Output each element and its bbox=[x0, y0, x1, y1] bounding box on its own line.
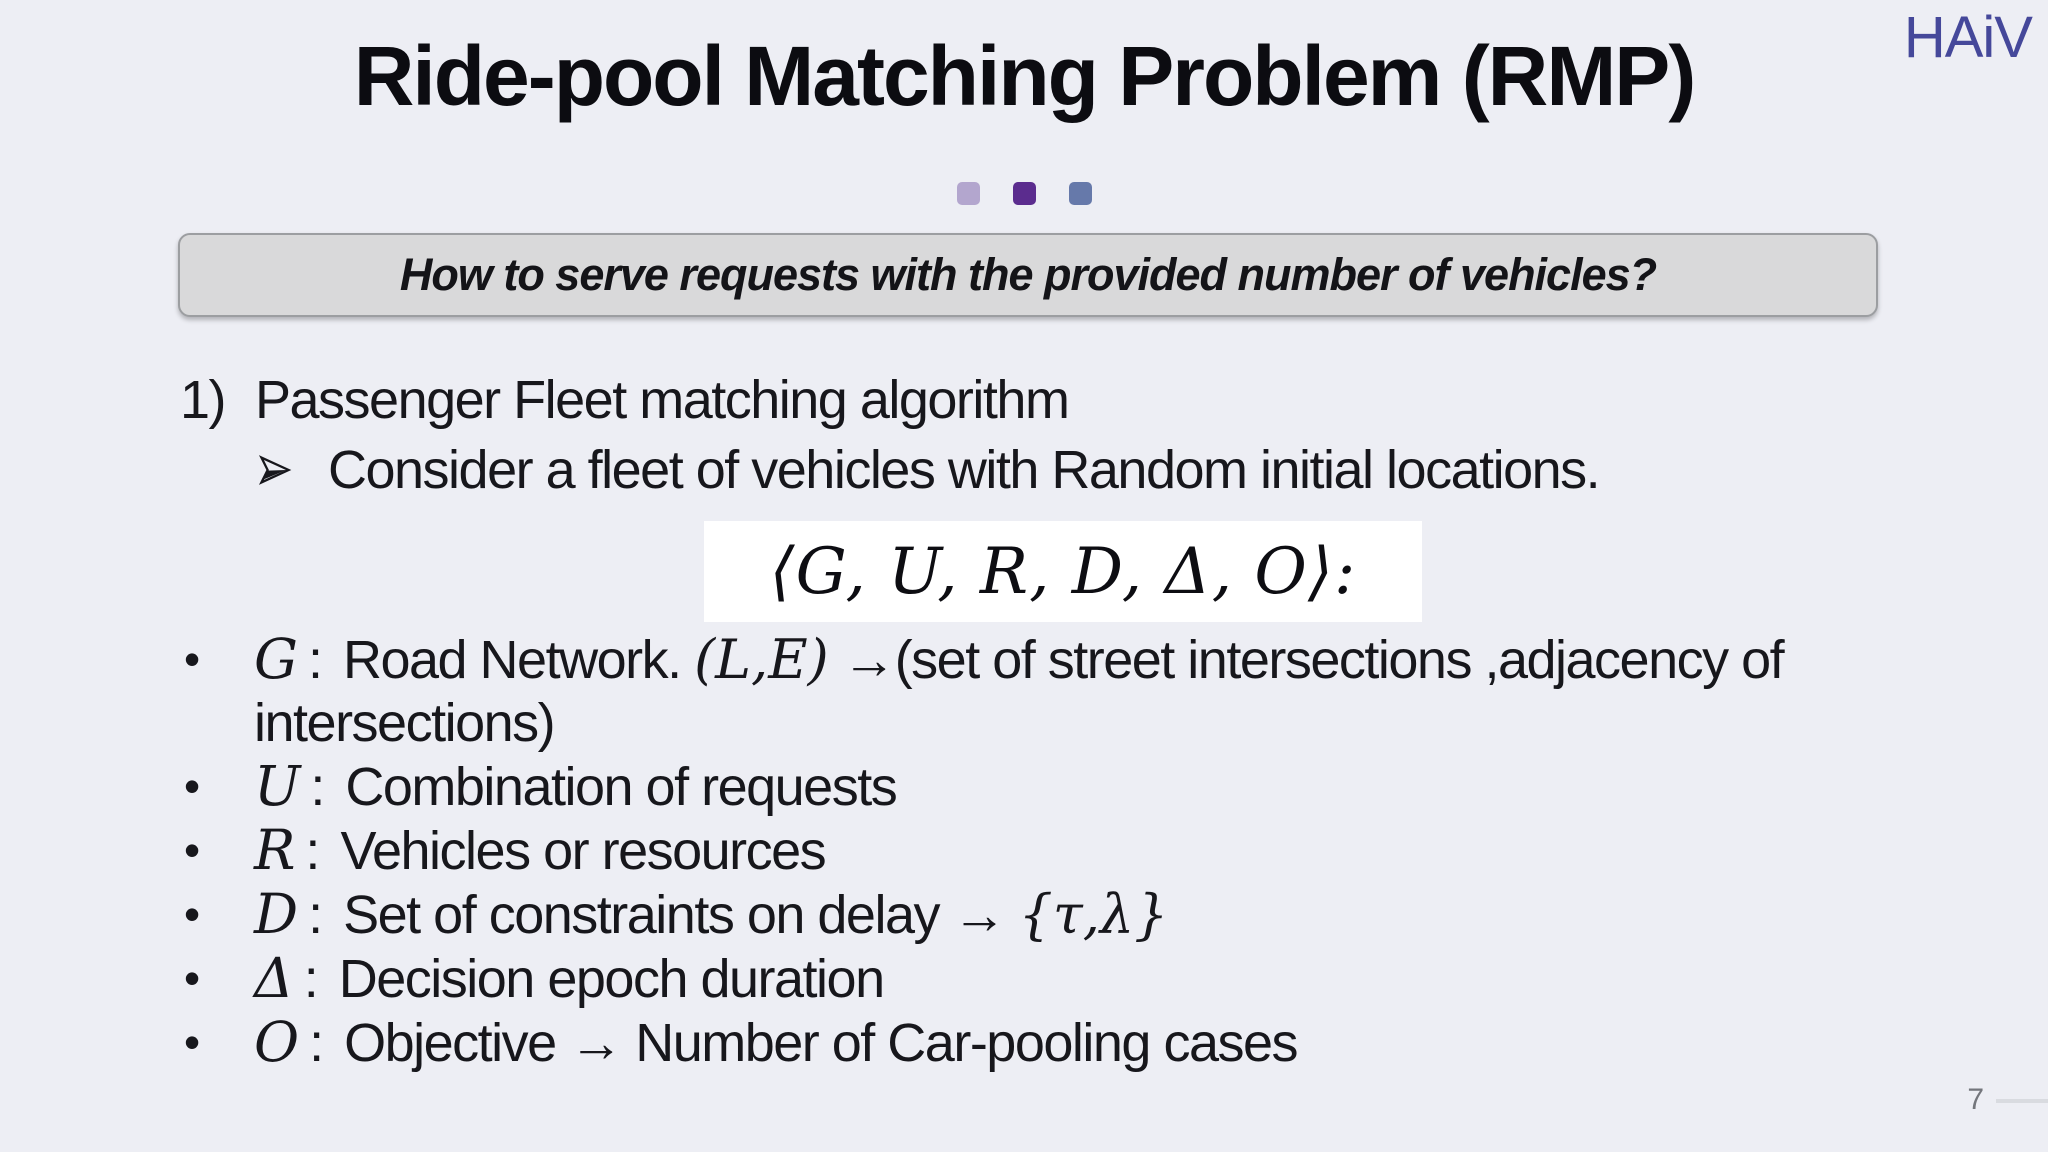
formula-text: ⟨G, U, R, D, Δ, O⟩: bbox=[769, 534, 1357, 609]
question-banner-text: How to serve requests with the provided … bbox=[399, 249, 1657, 300]
sub-item-text: Consider a fleet of vehicles with Random… bbox=[328, 440, 1601, 500]
symbol-G: G bbox=[254, 627, 298, 691]
definition-text: Road Network. bbox=[342, 630, 695, 690]
decorative-squares bbox=[0, 182, 2048, 205]
symbol-colon: : bbox=[310, 757, 326, 817]
list-item: D: Set of constraints on delay → {τ,λ} bbox=[178, 883, 1918, 947]
math-inline: {τ,λ} bbox=[1018, 883, 1169, 946]
numbered-item-number: 1) bbox=[180, 370, 227, 430]
list-item: U: Combination of requests bbox=[178, 755, 1918, 819]
page-title: Ride-pool Matching Problem (RMP) bbox=[353, 29, 1697, 123]
symbol-U: U bbox=[254, 754, 301, 818]
list-item: O: Objective → Number of Car-pooling case… bbox=[178, 1011, 1918, 1075]
definition-text: Combination of requests bbox=[345, 757, 897, 817]
numbered-item: 1) Passenger Fleet matching algorithm bbox=[180, 368, 1940, 432]
sub-item: Consider a fleet of vehicles with Random… bbox=[180, 438, 1940, 502]
arrowhead-bullet-icon bbox=[258, 455, 292, 485]
symbol-colon: : bbox=[309, 1013, 325, 1073]
question-banner: How to serve requests with the provided … bbox=[178, 233, 1878, 317]
list-item: Δ: Decision epoch duration bbox=[178, 947, 1918, 1011]
symbol-colon: : bbox=[308, 885, 324, 945]
definition-text: Objective → Number of Car-pooling cases bbox=[344, 1013, 1298, 1073]
definition-text: →(set of street intersections ,adjacency… bbox=[254, 630, 1785, 753]
definition-text: Decision epoch duration bbox=[338, 949, 885, 1009]
list-item: R: Vehicles or resources bbox=[178, 819, 1918, 883]
numbered-list: 1) Passenger Fleet matching algorithm Co… bbox=[180, 368, 1940, 502]
symbol-R: R bbox=[254, 818, 296, 882]
symbol-colon: : bbox=[307, 630, 323, 690]
numbered-item-text: Passenger Fleet matching algorithm bbox=[255, 370, 1070, 430]
list-item: G: Road Network. (L,E) →(set of street in… bbox=[178, 628, 1918, 755]
definition-text: Vehicles or resources bbox=[340, 821, 826, 881]
decorative-square-light-purple bbox=[956, 182, 980, 205]
decorative-square-slate-blue bbox=[1068, 182, 1092, 205]
formula-box: ⟨G, U, R, D, Δ, O⟩: bbox=[704, 521, 1422, 622]
symbol-colon: : bbox=[305, 821, 321, 881]
footer-divider bbox=[1996, 1099, 2048, 1103]
symbol-D: D bbox=[254, 882, 299, 946]
definition-list: G: Road Network. (L,E) →(set of street in… bbox=[178, 628, 1918, 1075]
symbol-delta: Δ bbox=[254, 946, 294, 1010]
haiv-logo: HAiV bbox=[1903, 5, 2033, 70]
page-number: 7 bbox=[1967, 1083, 1984, 1116]
symbol-colon: : bbox=[303, 949, 319, 1009]
decorative-square-dark-purple bbox=[1012, 182, 1036, 205]
symbol-O: O bbox=[254, 1010, 300, 1074]
definition-text: Set of constraints on delay → bbox=[343, 885, 1019, 945]
math-inline: (L,E) bbox=[694, 628, 829, 691]
